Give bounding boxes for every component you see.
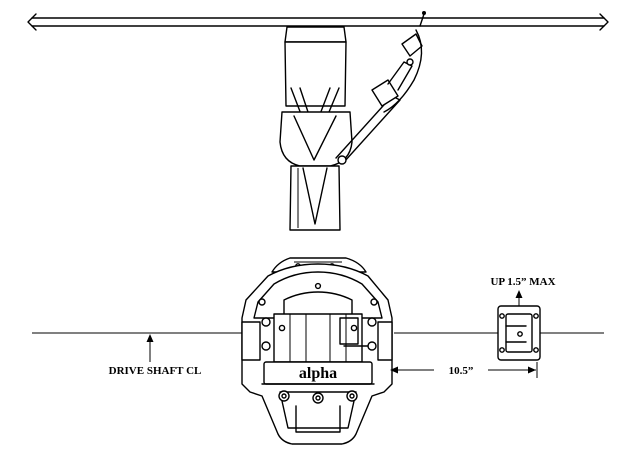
distance-dimension xyxy=(390,362,538,378)
drive-shaft-cl-label: DRIVE SHAFT CL xyxy=(109,365,202,377)
up-max-label: UP 1.5” MAX xyxy=(490,276,555,288)
brand-logo-text: alpha xyxy=(299,365,337,382)
sensor-bracket-arm xyxy=(335,11,426,165)
transom-rail xyxy=(27,13,609,31)
gimbal-housing-rear-view xyxy=(241,257,393,445)
drive-top-view xyxy=(279,26,353,231)
drive-shaft-centerline xyxy=(32,332,604,362)
distance-label: 10.5” xyxy=(449,365,474,377)
mounting-bracket xyxy=(497,290,541,361)
